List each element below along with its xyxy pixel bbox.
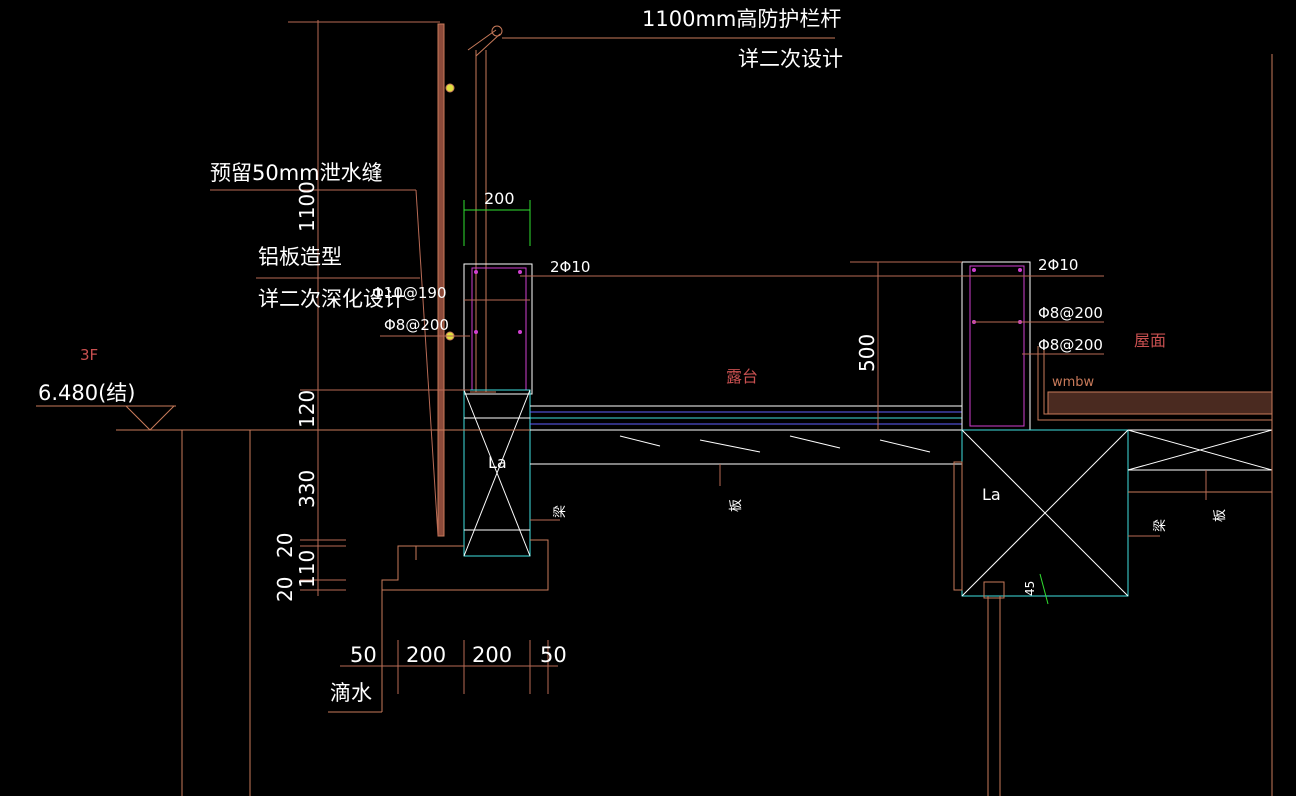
rebar-left-side-1: Φ10@190	[372, 284, 447, 302]
dim-110: 110	[295, 550, 319, 588]
rebar-right-top: 2Φ10	[1038, 256, 1078, 274]
la-left-label: La	[488, 453, 507, 472]
alu-panel-label: 铝板造型	[258, 245, 342, 269]
dim-45: 45	[1023, 581, 1037, 596]
roof-label: 屋面	[1134, 331, 1166, 350]
railing-title: 1100mm高防护栏杆	[642, 7, 841, 31]
alu-panel-note: 详二次深化设计	[258, 287, 405, 311]
dim-rail-height: 1100	[295, 181, 319, 232]
dim-120: 120	[295, 390, 319, 428]
top-width-dimension	[463, 200, 531, 246]
terrace-slab	[530, 405, 962, 465]
railing-note: 详二次设计	[738, 47, 843, 71]
dim-bottom-200-a: 200	[406, 643, 446, 667]
roof-buildup	[1037, 54, 1273, 796]
beam-right-label: 梁	[1153, 519, 1168, 532]
beam-left-label: 梁	[553, 505, 568, 518]
la-right-label: La	[982, 485, 1001, 504]
window-frame	[983, 581, 1005, 796]
rebar-right-side-1: Φ8@200	[1038, 304, 1103, 322]
left-rebar-dots	[474, 270, 522, 334]
right-parapet	[953, 261, 1129, 597]
level-marker	[36, 405, 530, 796]
dim-330: 330	[295, 470, 319, 508]
railing	[437, 23, 835, 537]
dim-20-b: 20	[273, 577, 297, 602]
dim-top-width: 200	[484, 189, 515, 208]
wmbw-label: wmbw	[1052, 375, 1095, 390]
slab-mid-label: 板	[729, 499, 744, 512]
drip-detail	[328, 539, 549, 713]
elevation-label: 6.480(结)	[38, 381, 136, 405]
terrace-label: 露台	[726, 367, 758, 386]
right-rebar-dots	[972, 268, 1022, 324]
rebar-left-side-2: Φ8@200	[384, 316, 449, 334]
dim-500: 500	[855, 334, 879, 372]
rebar-right-side-2: Φ8@200	[1038, 336, 1103, 354]
dim-20-a: 20	[273, 533, 297, 558]
dim-bottom-200-b: 200	[472, 643, 512, 667]
left-parapet	[463, 263, 533, 557]
rail-anchor-icons	[445, 83, 455, 341]
d45-dimension	[1039, 573, 1049, 605]
rebar-left-top: 2Φ10	[550, 258, 590, 276]
dim-bottom-50-a: 50	[350, 643, 377, 667]
slab-right-label: 板	[1213, 509, 1228, 522]
floor-label: 3F	[80, 346, 98, 364]
dim-bottom-50-b: 50	[540, 643, 567, 667]
drain-gap-label: 预留50mm泄水缝	[210, 161, 383, 185]
dimension-lines	[210, 20, 1207, 694]
drip-label: 滴水	[330, 681, 372, 705]
